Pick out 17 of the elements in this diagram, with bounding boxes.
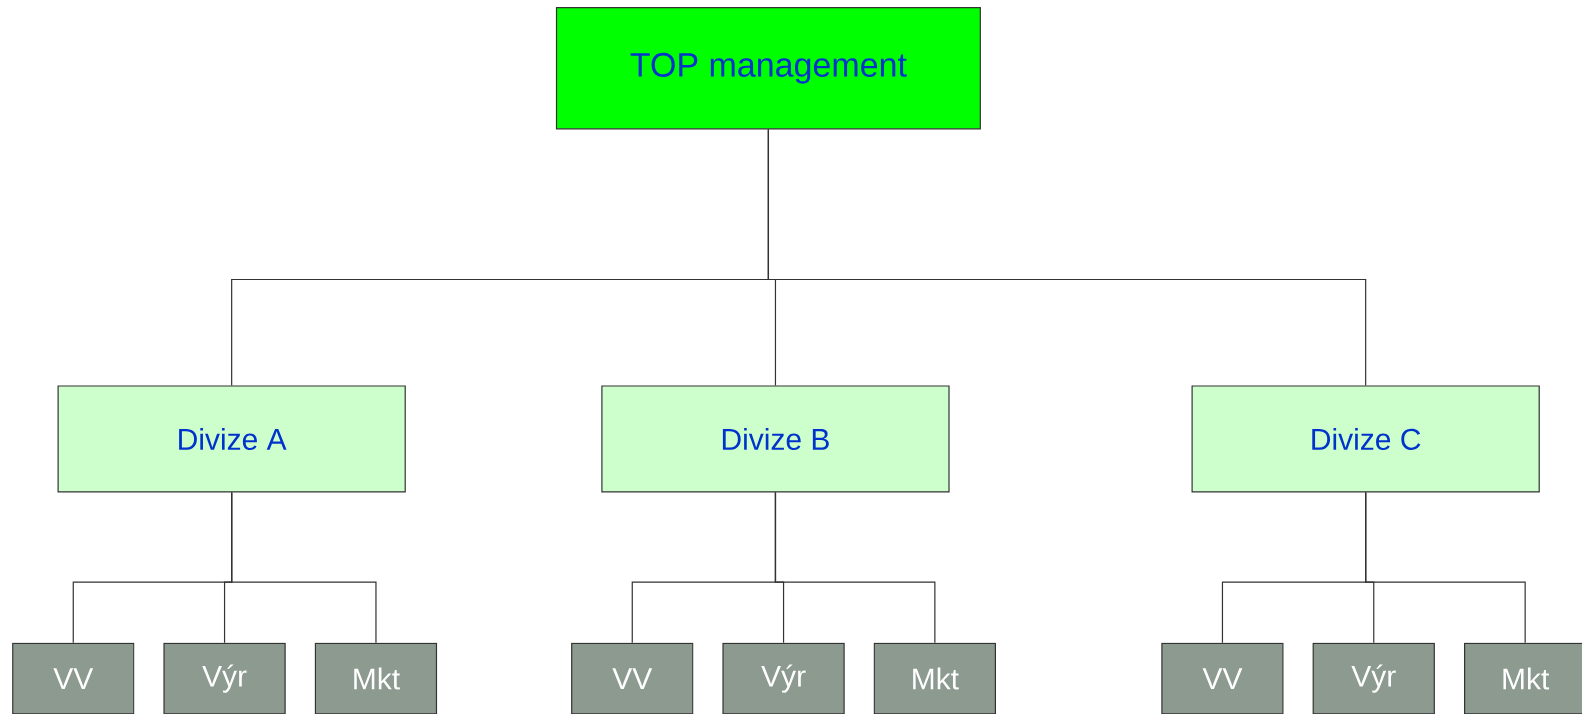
department-box: Mkt [1464,642,1582,714]
division-box: Divize B [601,385,950,493]
department-box: VV [571,642,694,714]
top-box: TOP management [555,7,981,130]
department-box: Výr [163,642,286,714]
division-box: Divize A [57,385,406,493]
connector-line [1365,491,1526,644]
department-box: Mkt [314,642,438,714]
department-box: VV [1161,642,1284,714]
department-box: Mkt [873,642,996,714]
connector-line [767,128,1367,386]
department-box: VV [12,642,135,714]
department-box: Výr [1312,642,1435,714]
department-box: Výr [722,642,845,714]
connector-line [774,491,936,644]
connector-line [231,491,377,644]
division-box: Divize C [1191,385,1540,493]
